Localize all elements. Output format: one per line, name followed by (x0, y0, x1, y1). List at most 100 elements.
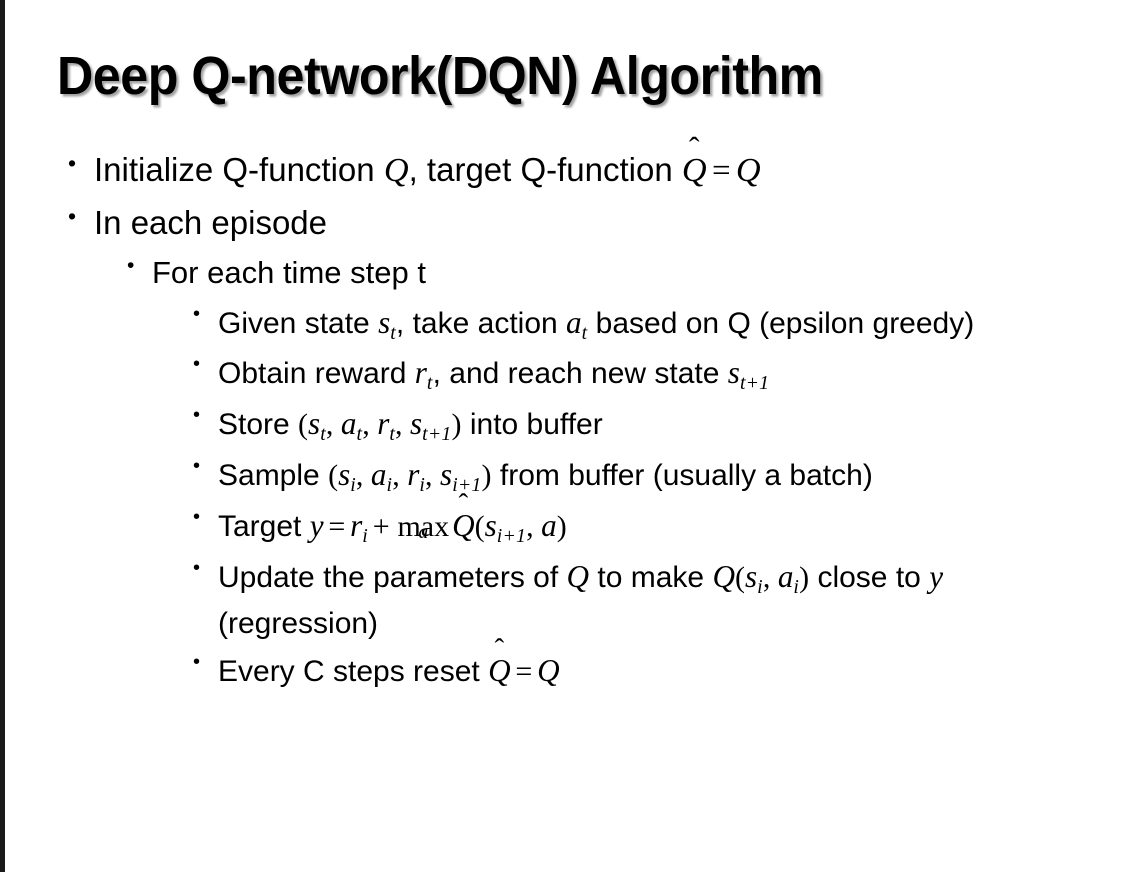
math-var-q-base: Q (681, 151, 707, 189)
math-tuple-sample: (si, ai, ri, si+1) (328, 457, 492, 496)
bullet-text-for-each-time-step: For each time step t (152, 254, 426, 290)
math-equals: = (328, 509, 346, 543)
math-equals: = (515, 655, 533, 689)
math-sub-i: i (362, 524, 368, 547)
bullet-marker-icon: • (193, 651, 201, 674)
bullet-item-initialize: • Initialize Q-function Q, target Q-func… (0, 148, 1124, 194)
math-r-i: ri (350, 507, 368, 547)
math-max-limit-a: a (418, 521, 429, 544)
math-var-a: a (340, 406, 357, 442)
math-var-a: a (777, 558, 794, 594)
math-var-s: s (378, 304, 391, 340)
math-q-of-s-a: Q(si, ai) (712, 558, 810, 598)
math-comma: , (355, 459, 371, 493)
text-run: (regression) (218, 606, 379, 640)
math-var-q-base: Q (488, 653, 511, 689)
text-run: Update the parameters of (218, 560, 567, 594)
math-right-paren: ) (481, 459, 492, 493)
text-run: Every C steps reset (218, 655, 489, 689)
math-var-r: r (414, 355, 427, 391)
math-var-q-hat: ̂Q (488, 648, 511, 694)
text-run: from buffer (usually a batch) (491, 459, 873, 493)
bullet-marker-icon: • (193, 302, 201, 325)
math-plus: + (372, 509, 390, 543)
bullet-marker-icon: • (193, 353, 201, 376)
text-run: , take action (395, 306, 567, 340)
bullet-item-update-parameters: • Update the parameters of Q to make Q(s… (0, 554, 1124, 646)
bullet-item-target: • Target y=ri+maxâQ(si+1, a) (0, 503, 1124, 551)
bullet-item-reset-target: • Every C steps reset ̂Q=Q (0, 648, 1124, 694)
math-right-paren: ) (556, 509, 567, 543)
math-var-q-hat: ̂Q (682, 148, 707, 194)
math-sub-t-plus-1: t+1 (422, 423, 452, 446)
text-run: Obtain reward (218, 357, 415, 391)
bullet-text-update-parameters: Update the parameters of Q to make Q(si,… (218, 554, 1098, 646)
bullet-item-for-each-time-step: • For each time step t (0, 252, 1124, 294)
math-comma: , (362, 408, 378, 442)
math-sub-i: i (793, 575, 800, 598)
math-var-q-hat: ̂Q (452, 503, 475, 549)
math-var-a: a (566, 304, 582, 340)
math-sub-t: t (356, 423, 363, 446)
bullet-marker-icon: • (193, 505, 201, 528)
bullet-text-initialize: Initialize Q-function Q, target Q-functi… (94, 148, 1074, 194)
bullet-marker-icon: • (193, 404, 201, 427)
text-run: Target (218, 509, 310, 543)
math-var-s2: s (410, 406, 423, 442)
math-comma: , (392, 459, 408, 493)
math-comma: , (762, 560, 778, 594)
math-s-t: st (378, 304, 396, 344)
math-sub-i: i (419, 474, 426, 497)
text-run: Initialize Q-function (94, 151, 384, 188)
math-comma: , (325, 408, 341, 442)
math-var-s: s (338, 457, 351, 493)
math-var-q: Q (566, 558, 590, 594)
text-run: Sample (218, 459, 329, 493)
math-comma: , (425, 459, 441, 493)
math-sub-i-plus-1: i+1 (452, 474, 482, 497)
math-sub-i: i (386, 474, 393, 497)
math-a-t: at (566, 304, 587, 344)
math-var-s2: s (440, 457, 453, 493)
text-run: to make (589, 560, 713, 594)
math-var-r: r (377, 406, 390, 442)
math-var-s: s (744, 558, 758, 594)
text-run: , target Q-function (408, 151, 682, 188)
math-var-s: s (308, 406, 321, 442)
math-s-t-plus-1: st+1 (728, 355, 769, 394)
math-comma: , (395, 408, 411, 442)
math-sub-t: t (389, 423, 396, 446)
math-sub-t-plus-1: t+1 (739, 372, 770, 395)
slide-body-content: • Initialize Q-function Q, target Q-func… (0, 148, 1124, 697)
math-var-r: r (407, 457, 420, 493)
bullet-item-obtain-reward: • Obtain reward rt, and reach new state … (0, 350, 1124, 398)
bullet-text-reset-target: Every C steps reset ̂Q=Q (218, 648, 1098, 694)
math-sub-i-plus-1: i+1 (496, 524, 527, 547)
math-sub-t: t (426, 372, 433, 395)
math-var-y: y (309, 507, 324, 543)
math-right-paren: ) (799, 560, 810, 594)
math-left-paren: ( (328, 459, 339, 493)
text-run: based on Q (epsilon greedy) (587, 306, 975, 340)
bullet-marker-icon: • (193, 556, 201, 579)
math-var-s: s (484, 507, 497, 543)
bullet-text-obtain-reward: Obtain reward rt, and reach new state st… (218, 350, 1098, 398)
math-r-t: rt (414, 355, 433, 394)
math-comma: , (526, 509, 542, 543)
bullet-item-given-state: • Given state st, take action at based o… (0, 300, 1124, 348)
math-var-q: Q (537, 653, 560, 689)
text-run: , and reach new state (432, 357, 728, 391)
math-var-q: Q (383, 151, 409, 189)
bullet-marker-icon: • (68, 150, 77, 176)
math-left-paren: ( (298, 408, 309, 442)
math-sub-t: t (581, 321, 588, 344)
math-var-a: a (541, 507, 557, 543)
bullet-marker-icon: • (68, 202, 77, 229)
bullet-marker-icon: • (127, 253, 135, 277)
math-var-y: y (929, 558, 944, 594)
text-run: Given state (218, 306, 379, 340)
bullet-item-store-transition: • Store (st, at, rt, st+1) into buffer (0, 401, 1124, 449)
math-var-r: r (350, 507, 363, 543)
